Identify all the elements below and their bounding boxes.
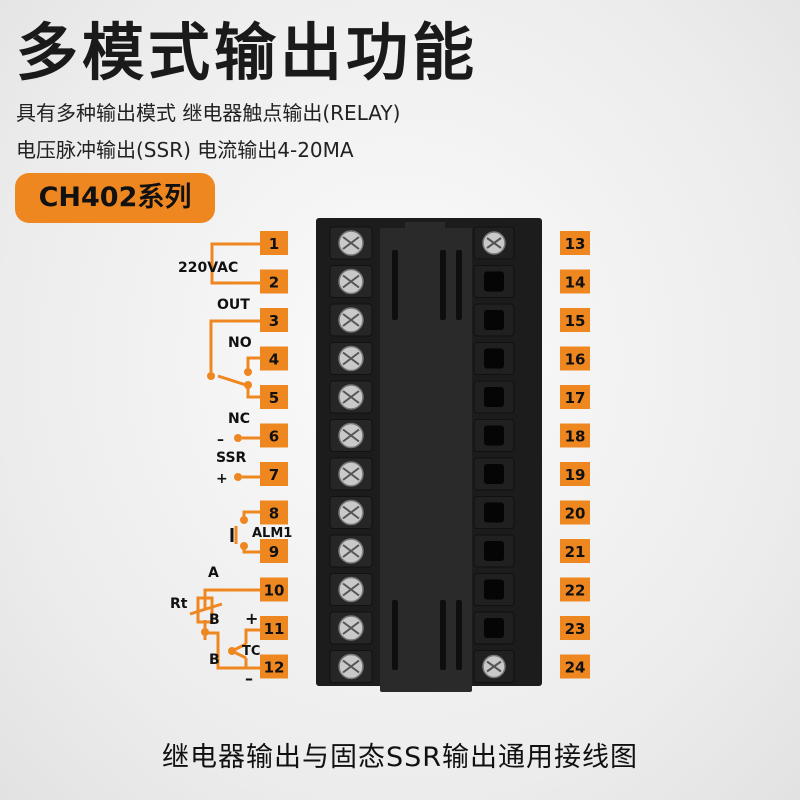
right-terminal-slot (473, 226, 515, 260)
terminal-number: 7 (269, 466, 279, 484)
right-screw-column (473, 226, 515, 683)
right-terminal-slot (473, 342, 515, 375)
left-screw-column (329, 226, 373, 683)
label-a: A (208, 565, 219, 581)
label-nc: NC (228, 411, 250, 427)
terminal-number-badge: 4 (260, 346, 288, 371)
terminal-number-badge: 23 (560, 616, 590, 640)
terminal-number-badge: 1 (260, 231, 288, 255)
subtitle-line-2: 电压脉冲输出(SSR) 电流输出4-20MA (16, 138, 354, 162)
screw-terminal (329, 534, 373, 568)
terminal-number-badge: 9 (260, 539, 288, 563)
label-ssr-minus: – (217, 432, 224, 448)
terminal-number-badge: 20 (560, 500, 590, 525)
terminal-number-badge: 11 (260, 616, 288, 640)
terminal-cover (380, 228, 472, 692)
right-terminal-slot (473, 380, 515, 414)
terminal-number: 2 (269, 274, 279, 292)
terminal-number: 19 (565, 466, 586, 484)
wiring-lines (189, 242, 260, 670)
screw-terminal (329, 650, 373, 683)
right-terminal-slot (473, 496, 515, 529)
terminal-number: 10 (264, 582, 285, 600)
label-220vac: 220VAC (178, 260, 238, 276)
label-ssr-plus: + (216, 471, 228, 487)
screw-terminal (329, 611, 373, 645)
label-tc: TC (242, 644, 260, 659)
screw-terminal (329, 496, 373, 529)
label-tc-minus: – (245, 669, 253, 688)
terminal-number: 20 (565, 505, 586, 523)
right-terminal-slot (473, 419, 515, 452)
terminal-number-badge: 13 (560, 231, 590, 255)
terminal-number: 3 (269, 312, 279, 330)
screw-terminal (329, 419, 373, 452)
label-alm1: ALM1 (252, 526, 292, 541)
terminal-number: 5 (269, 389, 279, 407)
terminal-number-badge: 2 (260, 269, 288, 294)
terminal-number: 15 (565, 312, 586, 330)
terminal-number-badge: 7 (260, 462, 288, 486)
terminal-number: 8 (269, 505, 279, 523)
terminal-number: 13 (565, 235, 586, 253)
right-terminal-numbers: 13 14 15 16 17 18 19 20 21 22 23 24 (560, 231, 590, 679)
terminal-number: 16 (565, 351, 586, 369)
terminal-number-badge: 19 (560, 462, 590, 486)
page-title: 多模式输出功能 (16, 16, 479, 89)
terminal-number: 12 (264, 659, 285, 677)
terminal-number-badge: 3 (260, 308, 288, 332)
terminal-number-badge: 10 (260, 577, 288, 602)
terminal-number-badge: 15 (560, 308, 590, 332)
terminal-number-badge: 14 (560, 269, 590, 294)
terminal-number: 18 (565, 428, 586, 446)
label-ssr: SSR (216, 450, 247, 466)
label-out: OUT (217, 297, 250, 313)
right-terminal-slot (473, 265, 515, 298)
terminal-number: 22 (565, 582, 586, 600)
screw-terminal (329, 380, 373, 414)
label-no: NO (228, 335, 252, 351)
terminal-number-badge: 18 (560, 423, 590, 448)
terminal-number: 6 (269, 428, 279, 446)
right-terminal-slot (473, 303, 515, 337)
terminal-number-badge: 5 (260, 385, 288, 409)
screw-terminal (329, 573, 373, 606)
terminal-number: 11 (264, 620, 285, 638)
terminal-number-badge: 16 (560, 346, 590, 371)
screw-terminal (329, 457, 373, 491)
series-badge: CH402系列 (15, 173, 215, 223)
terminal-number-badge: 17 (560, 385, 590, 409)
screw-terminal (329, 226, 373, 260)
terminal-number: 14 (565, 274, 586, 292)
right-terminal-slot (473, 650, 515, 683)
terminal-number: 23 (565, 620, 586, 638)
terminal-number-badge: 8 (260, 500, 288, 525)
screw-terminal (329, 265, 373, 298)
terminal-number-badge: 21 (560, 539, 590, 563)
terminal-number: 24 (565, 659, 586, 677)
right-terminal-slot (473, 534, 515, 568)
subtitle-line-1: 具有多种输出模式 继电器触点输出(RELAY) (16, 101, 401, 125)
diagram-caption: 继电器输出与固态SSR输出通用接线图 (161, 742, 639, 773)
screw-terminal (329, 303, 373, 337)
terminal-number: 1 (269, 235, 279, 253)
terminal-number-badge: 6 (260, 423, 288, 448)
terminal-number: 9 (269, 543, 279, 561)
terminal-number-badge: 22 (560, 577, 590, 602)
terminal-number: 17 (565, 389, 586, 407)
label-b2: B (209, 652, 220, 668)
right-terminal-slot (473, 573, 515, 606)
screw-terminal (329, 342, 373, 375)
terminal-number: 4 (269, 351, 279, 369)
terminal-number: 21 (565, 543, 586, 561)
terminal-number-badge: 24 (560, 654, 590, 679)
terminal-number-badge: 12 (260, 654, 288, 679)
right-terminal-slot (473, 457, 515, 491)
right-terminal-slot (473, 611, 515, 645)
label-rt: Rt (170, 596, 188, 612)
label-tc-plus: + (245, 609, 258, 628)
label-b1: B (209, 612, 220, 628)
